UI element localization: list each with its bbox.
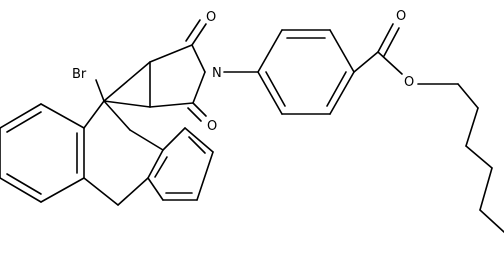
bromine-substituent: Br bbox=[72, 67, 105, 102]
bicyclic-bridges bbox=[83, 61, 164, 206]
imide-oxygen-top-label: O bbox=[206, 10, 216, 25]
succinimide-ring: O O N bbox=[149, 10, 222, 134]
right-benzene-ring bbox=[147, 127, 214, 201]
para-phenylene-ring bbox=[223, 29, 355, 115]
imide-oxygen-bottom-label: O bbox=[207, 119, 217, 134]
ester-carbonyl-oxygen-label: O bbox=[396, 9, 406, 24]
bromine-label: Br bbox=[72, 67, 87, 82]
imide-nitrogen-label: N bbox=[212, 66, 222, 81]
ester-ether-oxygen-label: O bbox=[404, 75, 414, 90]
hexyl-chain bbox=[417, 83, 504, 233]
ester-group: O O bbox=[353, 9, 414, 90]
left-benzene-ring bbox=[0, 103, 85, 203]
